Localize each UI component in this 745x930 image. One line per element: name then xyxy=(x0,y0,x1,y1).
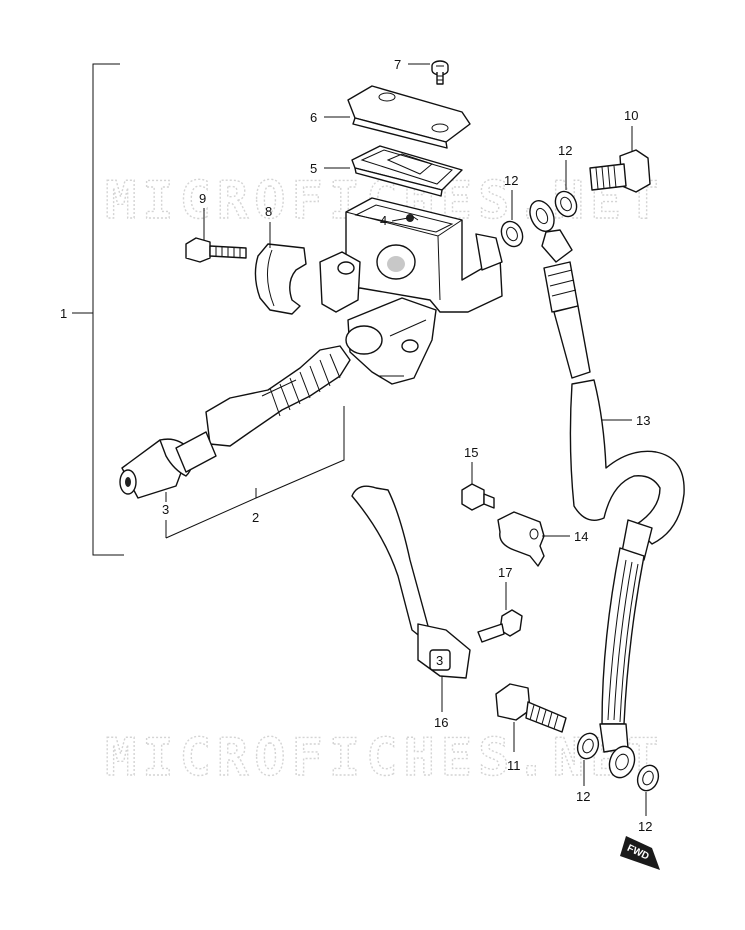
callout-16: 16 xyxy=(434,715,448,730)
caliper-bolt xyxy=(495,683,567,733)
callout-7: 7 xyxy=(394,57,401,72)
diaphragm xyxy=(351,145,463,197)
sealing-washers-lower xyxy=(576,732,660,792)
callout-6: 6 xyxy=(310,110,317,125)
forward-direction-badge: FWD xyxy=(620,836,660,870)
reservoir-cap xyxy=(347,85,471,149)
banjo-bolt xyxy=(589,149,651,193)
lever-pivot-boss xyxy=(345,297,437,385)
callout-13: 13 xyxy=(636,413,650,428)
guard-bolt xyxy=(477,609,523,643)
callout-10: 10 xyxy=(624,108,638,123)
hose-guard: 3 xyxy=(351,485,471,679)
clamp-bolt xyxy=(185,237,247,263)
assembly-bracket xyxy=(72,63,124,556)
callout-4: 4 xyxy=(380,213,387,228)
callout-9: 9 xyxy=(199,191,206,206)
callout-8: 8 xyxy=(265,204,272,219)
sealing-washers-upper xyxy=(500,190,578,248)
callout-12-low: 12 xyxy=(576,789,590,804)
callout-2: 2 xyxy=(252,510,259,525)
callout-1: 1 xyxy=(60,306,67,321)
handlebar-clamp xyxy=(254,243,307,315)
callout-12-top: 12 xyxy=(558,143,572,158)
leader-lines xyxy=(203,63,647,816)
reservoir-screw xyxy=(431,60,449,85)
hose-clamp xyxy=(497,511,545,567)
piston-kit xyxy=(119,345,351,499)
piston-leaders xyxy=(165,406,345,539)
callout-12-bottom: 12 xyxy=(638,819,652,834)
master-cylinder-body xyxy=(319,197,503,313)
brake-hose xyxy=(529,200,685,779)
callout-5: 5 xyxy=(310,161,317,176)
callout-3: 3 xyxy=(162,502,169,517)
watermark-bottom: MICROFICHES.NET xyxy=(105,728,665,788)
callout-14: 14 xyxy=(574,529,588,544)
guard-label: 3 xyxy=(436,653,443,668)
callout-12-mid: 12 xyxy=(504,173,518,188)
hose-clamp-bolt xyxy=(461,483,495,511)
callout-15: 15 xyxy=(464,445,478,460)
callout-11: 11 xyxy=(507,758,521,773)
callout-numbers: 1 2 3 4 5 6 7 8 9 10 11 12 12 12 12 13 1… xyxy=(60,57,652,834)
callout-17: 17 xyxy=(498,565,512,580)
